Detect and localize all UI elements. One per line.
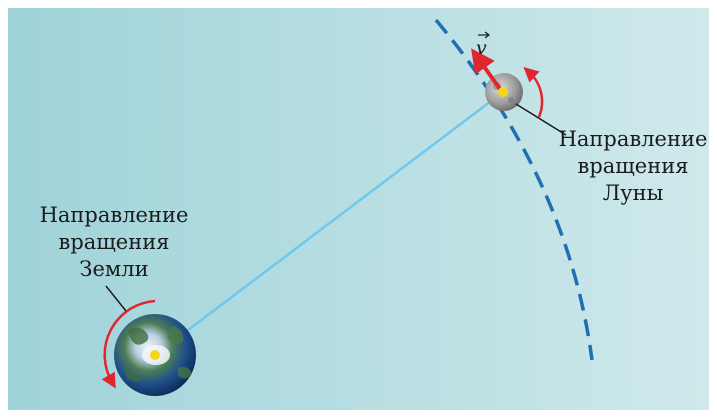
earth-label-leader [105, 285, 127, 312]
moon-orbit [434, 18, 594, 361]
velocity-arrow-icon [471, 48, 504, 94]
vector-overline-arrowhead [484, 31, 490, 39]
moon-label-line-1: Направление [558, 127, 708, 151]
diagram-frame: v Направление вращения Земли Направление… [8, 8, 709, 410]
earth-label-line-1: Направление [39, 203, 189, 227]
moon-rotation-label: Направление вращения Луны [540, 126, 709, 207]
diagram-svg: v [8, 8, 709, 410]
earth-label-line-3: Земли [79, 257, 149, 281]
earth-label-line-2: вращения [58, 230, 170, 254]
moon-label-line-3: Луны [602, 181, 664, 205]
earth-rotation-arrow [101, 299, 156, 389]
moon-label-leader [515, 103, 567, 136]
velocity-label: v [476, 37, 487, 59]
earth-rotation-label: Направление вращения Земли [14, 202, 214, 283]
moon-label-line-2: вращения [577, 154, 689, 178]
earth-center-dot [150, 350, 160, 360]
moon-center-dot [498, 87, 508, 97]
earth-moon-line [154, 91, 504, 356]
moon-rotation-arrow [523, 66, 544, 118]
